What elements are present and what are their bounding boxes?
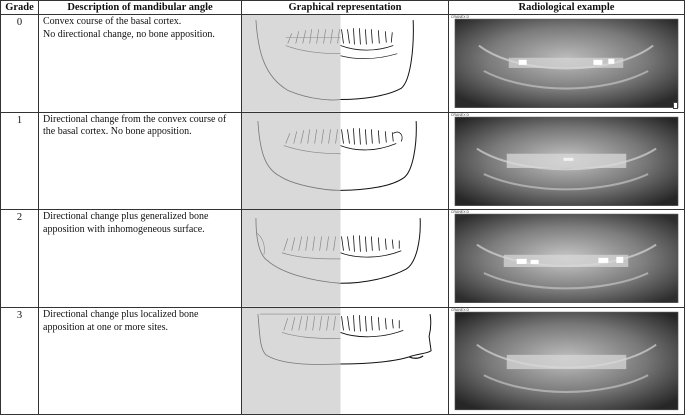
grade-description: Directional change plus generalized bone… [38,209,242,309]
xray-device-label: CRANEX D [451,308,470,313]
header-description: Description of mandibular angle [38,0,242,15]
grade-value: 3 [0,307,39,415]
radiological-example: CRANEX D [448,111,685,211]
grade-value: 0 [0,14,39,113]
grade-description: Directional change plus localized bone a… [38,307,242,415]
grade-description: Convex course of the basal cortex. No di… [38,14,242,113]
xray-image [454,311,679,411]
table-row: 3 Directional change plus localized bone… [0,307,685,415]
mandible-drawing [242,15,414,112]
xray-image [454,116,679,206]
grade-description: Directional change from the convex cours… [38,111,242,211]
radiological-example: CRANEX D [448,209,685,309]
xray-device-label: CRANEX D [451,15,470,19]
radiological-example: CRANEX D [448,14,685,113]
grade-value: 2 [0,209,39,309]
table-row: 2 Directional change plus generalized bo… [0,209,685,309]
graphical-representation [241,14,449,113]
header-grade: Grade [0,0,39,15]
xray-image [454,18,679,108]
xray-image [454,214,679,304]
mandible-drawing [242,308,432,414]
graphical-representation [241,111,449,211]
xray-device-label: CRANEX D [451,112,470,117]
graphical-representation [241,209,449,309]
header-row: Grade Description of mandibular angle Gr… [0,0,685,15]
mandible-drawing [242,113,417,209]
table-row: 0 Convex course of the basal cortex. No … [0,14,685,113]
xray-side-marker [673,101,678,109]
table-row: 1 Directional change from the convex cou… [0,111,685,211]
header-radiological: Radiological example [448,0,685,15]
xray-device-label: CRANEX D [451,210,470,215]
radiological-example: CRANEX D [448,307,685,415]
graphical-representation [241,307,449,415]
mandible-drawing [242,210,421,307]
header-graphical: Graphical representation [241,0,449,15]
grade-value: 1 [0,111,39,211]
